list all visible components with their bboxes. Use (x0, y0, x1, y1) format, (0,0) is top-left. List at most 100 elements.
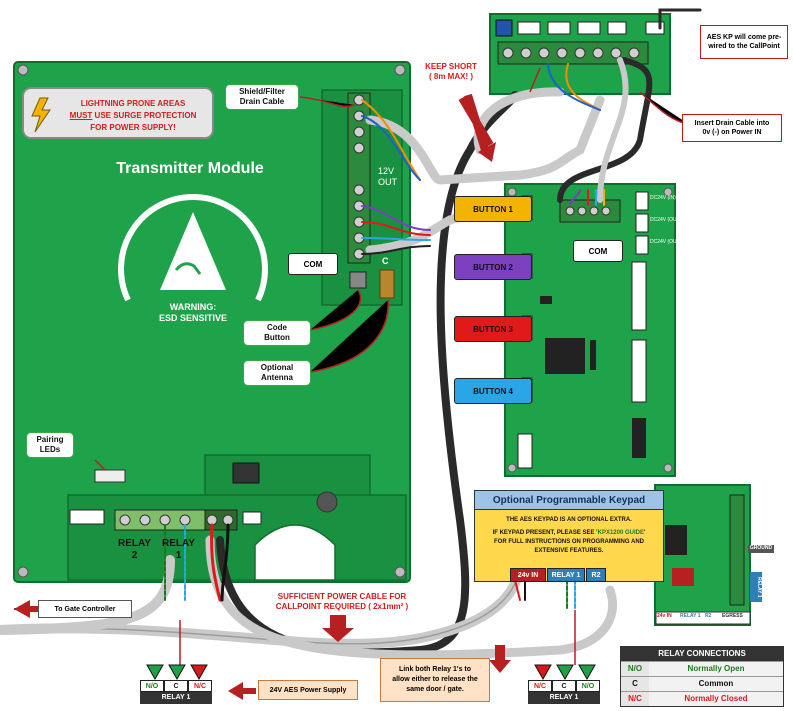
link-relay-line-1: Link both Relay 1's to (398, 666, 472, 673)
relay-connections-table: RELAY CONNECTIONS N/O Normally Open C Co… (620, 646, 784, 707)
relay-connections-title: RELAY CONNECTIONS (621, 647, 783, 661)
keypad-guide-link: KPX1200 GUIDE (597, 530, 644, 536)
relay-conn-desc-c: Common (649, 677, 783, 691)
terminal-12v-out: 12V OUT (378, 166, 397, 188)
terminal-12v-label: 12V (378, 166, 395, 176)
relay-left-name: RELAY 1 (140, 692, 212, 704)
power-cable-note: SUFFICIENT POWER CABLE FOR CALLPOINT REQ… (262, 592, 422, 612)
com-left-label: COM (288, 253, 338, 275)
button-1-label: BUTTON 1 (454, 196, 532, 222)
insert-drain-line-2: 0v (-) on Power IN (702, 129, 762, 136)
esd-line-2: ESD SENSITIVE (158, 313, 228, 323)
relay-right-no: N/O (576, 680, 600, 692)
aes-kp-line-1: AES KP will come pre- (706, 34, 782, 41)
relay-conn-row-no: N/O Normally Open (621, 661, 783, 676)
relay-conn-row-c: C Common (621, 676, 783, 691)
keypad-guide-suffix: ' (643, 530, 646, 536)
kp-board-ground: GROUND (748, 545, 774, 553)
button-2-label: BUTTON 2 (454, 254, 532, 280)
keypad-buzzer (665, 525, 687, 555)
link-relay-note: Link both Relay 1's to allow either to re… (380, 658, 490, 702)
relay-conn-row-nc: N/C Normally Closed (621, 691, 783, 706)
screw-tl (17, 64, 29, 76)
kp-board-24v: 24v IN (657, 613, 672, 619)
kp-board-r2: R2 (705, 613, 712, 619)
keypad-title: Optional Programmable Keypad (475, 491, 663, 510)
lightning-warning-text: LIGHTNING PRONE AREAS MUST USE SURGE PRO… (55, 98, 211, 134)
relay-conn-code-no: N/O (621, 662, 649, 676)
insert-drain-line-1: Insert Drain Cable into (694, 120, 770, 127)
relay-1-word: RELAY (162, 538, 195, 549)
aes-kp-line-2: wired to the CallPoint (708, 43, 780, 50)
relay-conn-desc-no: Normally Open (649, 662, 783, 676)
dc24v-out-1: DC24V (OUT) (650, 217, 682, 223)
relay-left-c: C (164, 680, 188, 692)
screw-br (394, 566, 406, 578)
keypad-tab-relay1: RELAY 1 (547, 568, 585, 582)
power-cable-line-1: SUFFICIENT POWER CABLE FOR (277, 592, 407, 601)
optional-antenna-line-2: Antenna (260, 373, 293, 382)
relay-conn-desc-nc: Normally Closed (649, 692, 783, 706)
link-relay-line-2: allow either to release the (392, 676, 478, 683)
coil-graphic (232, 462, 260, 484)
transmitter-title: Transmitter Module (116, 160, 264, 177)
mount-hole (316, 491, 338, 513)
transmitter-lower-panel (204, 454, 371, 501)
esd-warning: WARNING: ESD SENSITIVE (140, 302, 246, 324)
relay-1-number: 1 (175, 550, 182, 561)
transmitter-terminals (347, 92, 371, 264)
kp-board-relay1: RELAY 1 (680, 613, 701, 619)
keypad-top-pot (495, 19, 513, 37)
button-4-label: BUTTON 4 (454, 378, 532, 404)
antenna-graphic (379, 269, 395, 299)
kp-board-relay1-side: RELAY 1 (750, 572, 762, 602)
keypad-tab-r2: R2 (586, 568, 606, 582)
relay-conn-code-c: C (621, 677, 649, 691)
relay-left-triangles (146, 664, 208, 681)
warning-line-2: MUST USE SURGE PROTECTION (55, 110, 211, 122)
keypad-relay (672, 568, 694, 586)
keep-short-label: KEEP SHORT ( 8m MAX! ) (414, 62, 488, 82)
keypad-info-line-2: IF KEYPAD PRESENT, PLEASE SEE 'KPX1200 G… (475, 529, 663, 538)
screw-tr (394, 64, 406, 76)
kp-board-egress: EGRESS (722, 613, 743, 619)
screw-bl (17, 566, 29, 578)
relay-right-triangles (534, 664, 596, 681)
terminal-out-label: OUT (378, 177, 397, 187)
callpoint-board (504, 183, 676, 477)
terminal-c-label: C (382, 256, 389, 266)
warning-line-1: LIGHTNING PRONE AREAS (80, 99, 186, 108)
warning-line-3: FOR POWER SUPPLY! (90, 123, 176, 132)
relay-left-nc: N/C (188, 680, 212, 692)
keypad-info-line-3: FOR FULL INSTRUCTIONS ON PROGRAMMING AND (494, 539, 644, 545)
lightning-warning-box (22, 87, 214, 139)
keypad-info-line-1: THE AES KEYPAD IS AN OPTIONAL EXTRA. (506, 517, 632, 523)
esd-line-1: WARNING: (169, 302, 217, 312)
keypad-tab-24v: 24v IN (510, 568, 546, 582)
shield-filter-line-2: Drain Cable (239, 97, 285, 106)
relay-right-nc: N/C (528, 680, 552, 692)
code-button-line-2: Button (264, 333, 290, 342)
cables (0, 8, 702, 660)
dc24v-out-2: DC24V (OUT) (650, 239, 682, 245)
dc24v-in: DC24V (IN) (650, 195, 676, 201)
lightning-icon (31, 97, 51, 133)
relay-block-right: N/C C N/O RELAY 1 (528, 680, 600, 704)
keypad-info-box: Optional Programmable Keypad THE AES KEY… (474, 490, 664, 582)
shield-filter-line-1: Shield/Filter (239, 87, 285, 96)
aes-power-supply-label: 24V AES Power Supply (258, 680, 358, 700)
keep-short-line-2: ( 8m MAX! ) (429, 72, 473, 81)
warning-line-2-rest: USE SURGE PROTECTION (92, 111, 197, 120)
keep-short-line-1: KEEP SHORT (425, 62, 477, 71)
power-cable-line-2: CALLPOINT REQUIRED ( 2x1mm² ) (275, 602, 409, 611)
relay-right-name: RELAY 1 (528, 692, 600, 704)
esd-symbol (118, 194, 268, 302)
relay-2-word: RELAY (118, 538, 151, 549)
pairing-leds-graphic (94, 469, 126, 483)
button-3-label: BUTTON 3 (454, 316, 532, 342)
